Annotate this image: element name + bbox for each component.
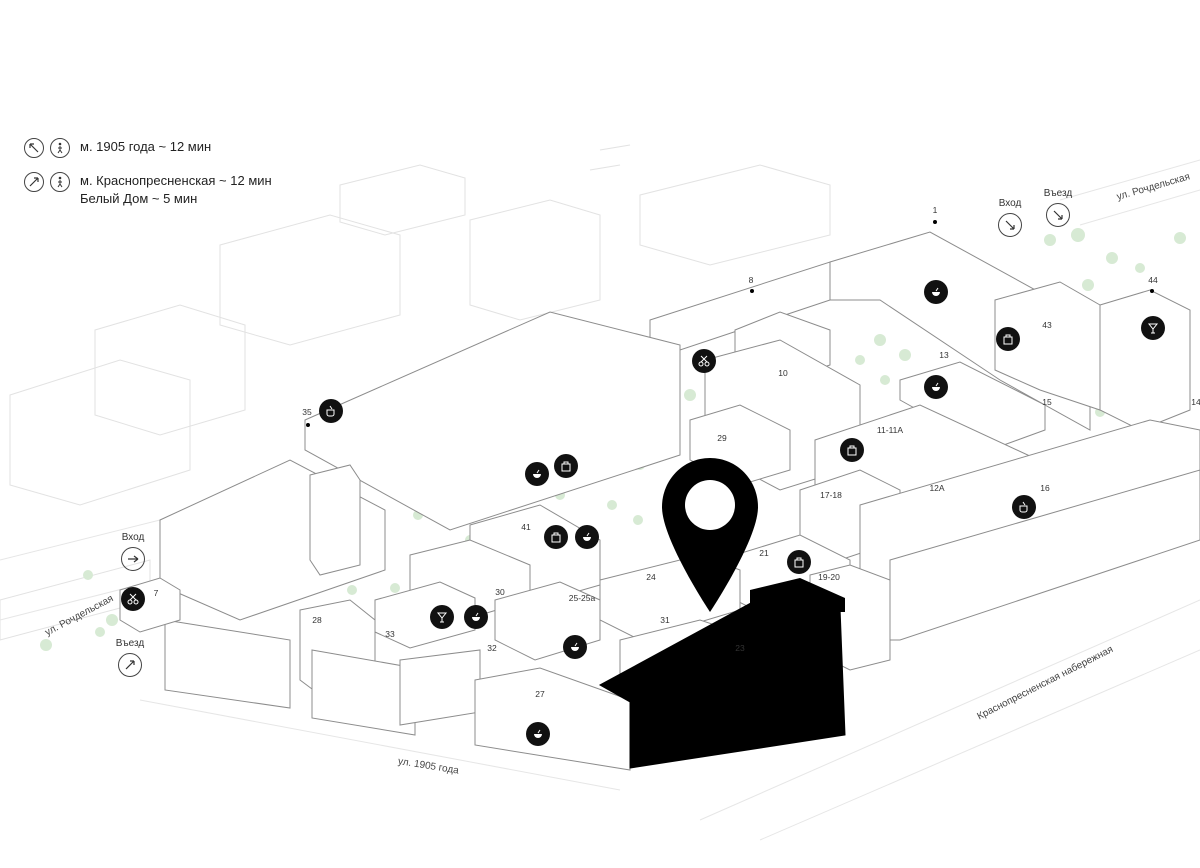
- building-label: 19-20: [818, 572, 840, 582]
- route-metro-1905: м. 1905 года ~ 12 мин: [24, 138, 344, 158]
- coffee-icon[interactable]: [1012, 495, 1036, 519]
- drink-icon[interactable]: [1141, 316, 1165, 340]
- location-pin-icon[interactable]: [662, 458, 758, 612]
- entrance-left[interactable]: Вход: [103, 532, 163, 571]
- drink-icon[interactable]: [430, 605, 454, 629]
- vehicle-entrance-left[interactable]: Въезд: [100, 638, 160, 677]
- building-label: 30: [495, 587, 505, 597]
- building-label: 17-18: [820, 490, 842, 500]
- arrow-down-right-icon: [998, 213, 1022, 237]
- vehicle-entrance-left-label: Въезд: [115, 638, 145, 649]
- transit-legend: м. 1905 года ~ 12 мин м. Краснопресненск…: [24, 138, 344, 222]
- barber-icon[interactable]: [692, 349, 716, 373]
- building-label: 44: [1148, 275, 1158, 285]
- entrance-top[interactable]: Вход: [980, 198, 1040, 237]
- building-label: 35: [302, 407, 312, 417]
- cafe-icon[interactable]: [464, 605, 488, 629]
- building-label: 13: [939, 350, 949, 360]
- highlighted-building-23[interactable]: [598, 578, 846, 769]
- building-dots: [306, 220, 1154, 662]
- route-metro-krasnopresnenskaya: м. Краснопресненская ~ 12 мин Белый Дом …: [24, 172, 344, 208]
- arrow-up-right-icon: [24, 172, 44, 192]
- route-kp-line-2: Белый Дом ~ 5 мин: [80, 191, 198, 206]
- cafe-icon[interactable]: [563, 635, 587, 659]
- building-label: 1: [932, 205, 938, 215]
- shop-icon[interactable]: [840, 438, 864, 462]
- building-label: 27: [535, 689, 545, 699]
- building-label: 21: [759, 548, 769, 558]
- arrow-up-right-icon: [118, 653, 142, 677]
- cafe-icon[interactable]: [526, 722, 550, 746]
- coffee-icon[interactable]: [319, 399, 343, 423]
- arrow-up-left-icon: [24, 138, 44, 158]
- shop-icon[interactable]: [544, 525, 568, 549]
- shop-icon[interactable]: [996, 327, 1020, 351]
- building-label: 8: [748, 275, 754, 285]
- building-label: 10: [778, 368, 788, 378]
- road-lines: [0, 159, 1200, 841]
- cafe-icon[interactable]: [525, 462, 549, 486]
- building-label: 25-25а: [568, 593, 596, 603]
- building-label: 24: [646, 572, 656, 582]
- building-label: 23: [735, 643, 745, 653]
- building-label: 11-11А: [876, 425, 904, 435]
- cafe-icon[interactable]: [924, 280, 948, 304]
- building-label: 7: [153, 588, 159, 598]
- building-label: 32: [487, 643, 497, 653]
- building-label: 33: [385, 629, 395, 639]
- arrow-down-right-icon: [1046, 203, 1070, 227]
- building-label: 43: [1042, 320, 1052, 330]
- building-label: 41: [521, 522, 531, 532]
- building-label: 15: [1042, 397, 1052, 407]
- building-label: 31: [660, 615, 670, 625]
- shop-icon[interactable]: [554, 454, 578, 478]
- vehicle-entrance-top[interactable]: Въезд: [1028, 188, 1088, 227]
- building-label: 29: [717, 433, 727, 443]
- arrow-right-icon: [121, 547, 145, 571]
- building-label: 14: [1191, 397, 1200, 407]
- vehicle-entrance-top-label: Въезд: [1043, 188, 1073, 199]
- shop-icon[interactable]: [787, 550, 811, 574]
- route-1905-line-1: м. 1905 года ~ 12 мин: [80, 139, 212, 154]
- barber-icon[interactable]: [121, 587, 145, 611]
- building-label: 28: [312, 615, 322, 625]
- walking-person-icon: [50, 138, 70, 158]
- cafe-icon[interactable]: [924, 375, 948, 399]
- building-label: 16: [1040, 483, 1050, 493]
- entrance-left-label: Вход: [121, 532, 145, 543]
- building-label: 12А: [929, 483, 945, 493]
- walking-person-icon: [50, 172, 70, 192]
- cafe-icon[interactable]: [575, 525, 599, 549]
- entrance-top-label: Вход: [998, 198, 1022, 209]
- route-kp-line-1: м. Краснопресненская ~ 12 мин: [80, 173, 272, 188]
